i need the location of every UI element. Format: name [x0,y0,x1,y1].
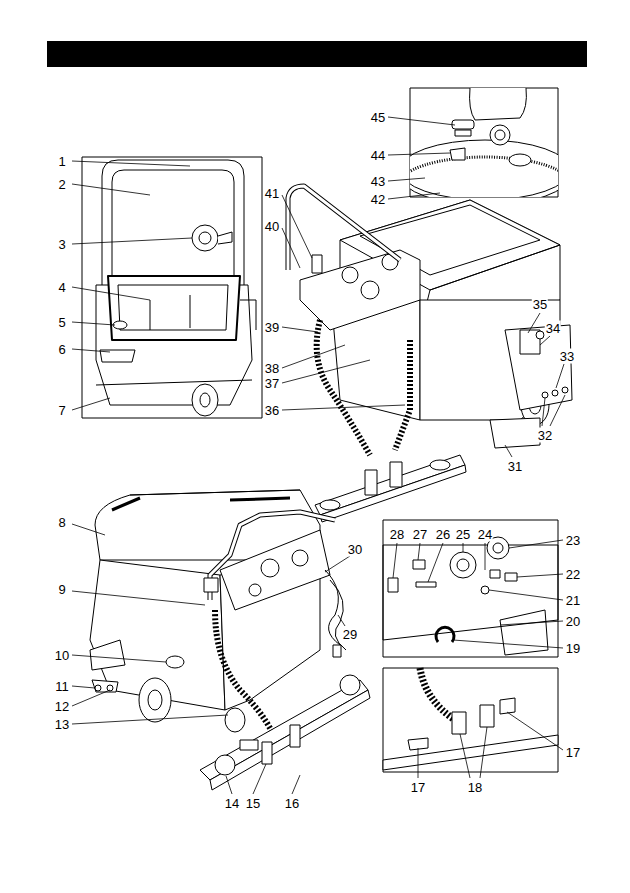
callout-number: 36 [264,403,280,418]
callout-number: 20 [565,614,581,629]
callout-number: 27 [412,527,428,542]
callout-number: 13 [54,717,70,732]
callout-number: 23 [565,533,581,548]
callout-number: 8 [57,515,66,530]
callout-number: 19 [565,641,581,656]
callout-number: 3 [57,237,66,252]
callout-number: 18 [467,780,483,795]
callout-number: 21 [565,593,581,608]
callout-number: 12 [54,699,70,714]
callout-number: 33 [559,349,575,364]
callout-number: 32 [537,428,553,443]
callout-number: 30 [347,542,363,557]
callout-number: 22 [565,567,581,582]
callout-number: 9 [57,582,66,597]
callout-number: 28 [389,527,405,542]
callout-number: 11 [54,679,70,694]
callout-number: 14 [224,796,240,811]
callout-number: 10 [54,648,70,663]
callout-number: 40 [264,219,280,234]
callout-number: 45 [370,110,386,125]
callout-number: 31 [507,459,523,474]
header-bar [47,41,587,67]
callout-number: 7 [57,403,66,418]
callout-number: 43 [370,174,386,189]
callout-number: 37 [264,376,280,391]
callout-number: 34 [545,321,561,336]
callout-number: 15 [245,796,261,811]
callout-number: 44 [370,148,386,163]
callout-number: 41 [264,186,280,201]
callout-number: 17 [565,745,581,760]
callout-number: 1 [57,154,66,169]
callout-number: 42 [370,192,386,207]
callout-number: 4 [57,280,66,295]
callout-number: 39 [264,320,280,335]
callout-number: 5 [57,315,66,330]
callout-number: 2 [57,177,66,192]
callout-number: 24 [477,527,493,542]
callout-number: 26 [435,527,451,542]
callout-number: 17 [410,780,426,795]
callout-number: 35 [532,297,548,312]
callout-number: 38 [264,361,280,376]
callout-number: 6 [57,342,66,357]
callout-number: 16 [284,796,300,811]
callout-number: 25 [455,527,471,542]
callout-number: 29 [342,627,358,642]
leader-lines [72,117,565,794]
